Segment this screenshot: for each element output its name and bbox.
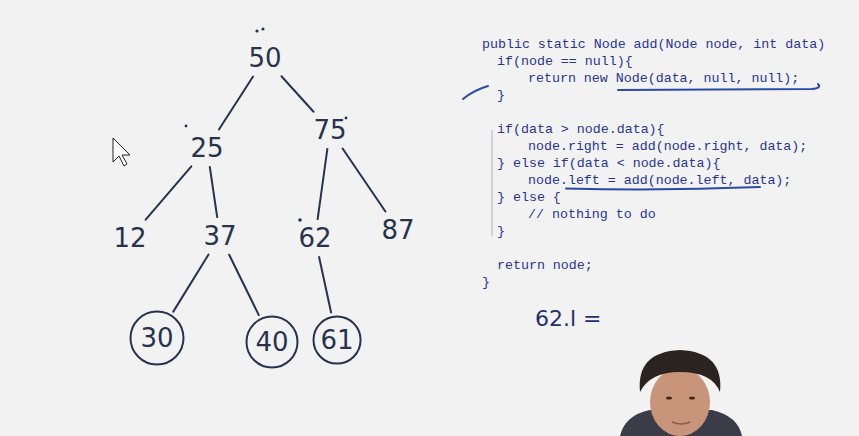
tree-branch [173,255,208,312]
tree-branch [318,149,328,219]
tree-branch [229,255,259,315]
node-value: 30 [140,325,173,351]
circled-tree-node: 30 [129,310,185,366]
circled-tree-node: 61 [312,315,362,365]
dot-mark [255,29,258,32]
presenter-webcam [620,350,742,436]
node-circle [313,316,360,363]
node-value: 62 [298,225,331,251]
dot-mark [261,27,264,30]
node-circle [247,317,298,368]
code-line: node.left = add(node.left, data); [528,173,791,189]
code-line: return node; [497,258,593,274]
node-circle [131,312,184,365]
code-line: } else if(data < node.data){ [497,156,720,172]
code-line: node.right = add(node.right, data); [528,139,807,155]
dot-mark [298,218,302,222]
node-value: 25 [190,135,223,161]
tree-branch [210,167,217,217]
dot-mark [185,125,188,128]
tree-node: 37 [199,220,240,252]
code-line: } [497,224,505,240]
tree-node: 50 [244,42,285,74]
node-value: 75 [313,117,346,143]
code-line: public static Node add(Node node, int da… [482,37,825,53]
code-line: // nothing to do [528,207,656,223]
code-line: } else { [497,190,561,206]
node-value: 61 [320,327,353,353]
tree-node: 62 [294,222,335,254]
tree-branch [319,257,331,313]
code-line: if(node == null){ [497,54,633,70]
code-line: return new Node(data, null, null); [528,71,799,87]
code-line: } [497,88,505,104]
node-value: 40 [255,329,288,355]
tree-node: 12 [109,222,150,254]
tree-branch [343,148,386,211]
tree-node: 25 [186,132,227,164]
tree-node: 75 [309,114,350,146]
node-value: 87 [381,217,414,243]
node-value: 50 [248,45,281,71]
tree-node: 87 [377,214,418,246]
node-value: 12 [113,225,146,251]
tree-branch [281,76,313,112]
mouse-cursor [113,138,130,166]
tree-branch [146,166,192,219]
handwritten-note: 62.l = [535,306,602,332]
code-line: } [482,275,490,291]
tree-branch [219,77,253,130]
annotation-guide [492,130,493,236]
code-line: if(data > node.data){ [497,122,665,138]
circled-tree-node: 40 [245,315,299,369]
annotation-stroke [463,86,488,99]
node-value: 37 [203,223,236,249]
